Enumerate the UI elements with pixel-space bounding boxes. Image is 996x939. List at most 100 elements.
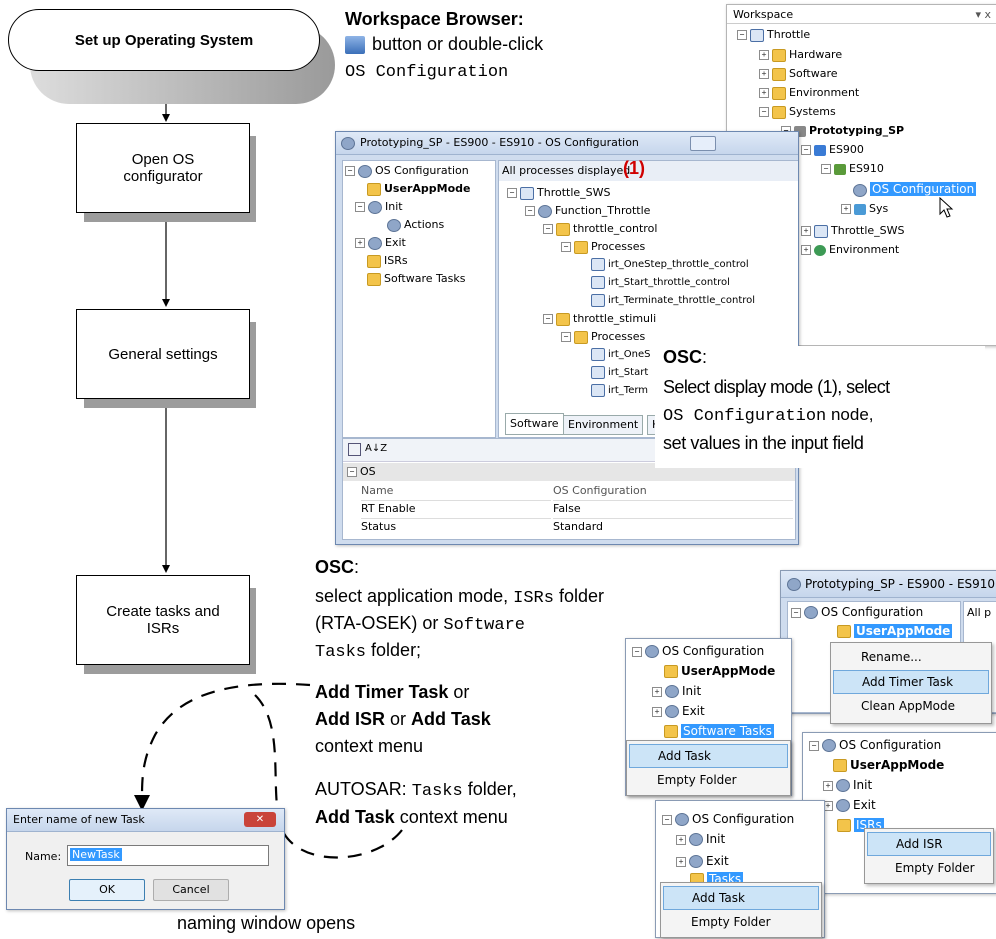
- tree-init[interactable]: −Init: [355, 199, 403, 215]
- ws-node-es900[interactable]: −ES900: [801, 142, 864, 158]
- tab-environment[interactable]: Environment: [563, 415, 644, 435]
- cancel-button[interactable]: Cancel: [153, 879, 229, 901]
- tasks-caption-l6: context menu: [315, 736, 424, 756]
- menu-clean-appmode[interactable]: Clean AppMode: [861, 699, 956, 713]
- menu-add-timer-task[interactable]: Add Timer Task: [833, 670, 989, 694]
- rt-process-2a[interactable]: irt_OneS: [591, 347, 651, 363]
- rt-throttle-control[interactable]: −throttle_control: [543, 221, 657, 237]
- rt-processes[interactable]: −Processes: [561, 239, 645, 255]
- prop-status-value[interactable]: Standard: [553, 520, 604, 533]
- ws-node-hardware[interactable]: +Hardware: [759, 47, 842, 63]
- tasks-caption-head: OSC:: [315, 557, 360, 577]
- new-task-dialog: Enter name of new Task ✕ Name: NewTask O…: [6, 808, 285, 910]
- ctx3-tree-init[interactable]: +Init: [823, 777, 872, 793]
- rt-process-2c[interactable]: irt_Term: [591, 383, 648, 399]
- flow-connectors: [162, 90, 170, 573]
- tasks-caption-l3: Tasks folder;: [315, 640, 422, 662]
- ctx1-tree-osconfig[interactable]: −OS Configuration: [791, 604, 923, 620]
- menu-rename[interactable]: Rename...: [861, 650, 922, 664]
- rt-process-start[interactable]: irt_Start_throttle_control: [591, 275, 730, 291]
- ws-node-throttle-sws[interactable]: +Throttle_SWS: [801, 223, 905, 239]
- osc-caption-head: OSC:: [663, 347, 708, 367]
- osc-window: Prototyping_SP - ES900 - ES910 - OS Conf…: [335, 131, 799, 545]
- tree-userappmode[interactable]: UserAppMode: [367, 181, 470, 197]
- ctx1-tree-userappmode[interactable]: UserAppMode: [837, 623, 953, 639]
- naming-caption: naming window opens: [177, 913, 356, 933]
- ctx2-tree-osconfig[interactable]: −OS Configuration: [632, 643, 764, 659]
- ctx2-tree-userappmode[interactable]: UserAppMode: [664, 663, 775, 679]
- menu-add-task[interactable]: Add Task: [629, 744, 788, 768]
- tasks-caption-l2: (RTA-OSEK) or Software: [315, 613, 525, 635]
- sort-az-icon[interactable]: A↓Z: [365, 443, 388, 454]
- prop-name-value[interactable]: OS Configuration: [553, 482, 793, 501]
- task-name-input[interactable]: NewTask: [67, 845, 269, 866]
- ctx4-tree-init[interactable]: +Init: [676, 831, 725, 847]
- close-icon[interactable]: ✕: [244, 812, 276, 827]
- ctx2-tree-exit[interactable]: +Exit: [652, 703, 705, 719]
- ctx4-tree-exit[interactable]: +Exit: [676, 853, 729, 869]
- ctx2-menu: Add Task Empty Folder: [626, 740, 791, 796]
- ctx3-menu: Add ISR Empty Folder: [864, 828, 994, 884]
- tree-exit[interactable]: +Exit: [355, 235, 406, 251]
- menu-add-isr[interactable]: Add ISR: [867, 832, 991, 856]
- mouse-pointer-icon: [939, 197, 954, 218]
- categorized-icon[interactable]: [348, 443, 361, 456]
- step-open-os-configurator: Open OS configurator: [76, 123, 250, 213]
- dashed-loop-arrow: [134, 682, 403, 859]
- rt-process-2b[interactable]: irt_Start: [591, 365, 648, 381]
- ctx3-tree-userappmode[interactable]: UserAppMode: [833, 757, 944, 773]
- ws-node-environment[interactable]: +Environment: [759, 85, 859, 101]
- rt-throttle-stimuli[interactable]: −throttle_stimuli: [543, 311, 656, 327]
- menu-empty-folder-3[interactable]: Empty Folder: [895, 861, 975, 875]
- dialog-name-label: Name:: [25, 850, 62, 863]
- rt-process-onestep[interactable]: irt_OneStep_throttle_control: [591, 257, 749, 273]
- tree-isrs[interactable]: ISRs: [367, 253, 408, 269]
- ctx1-title: Prototyping_SP - ES900 - ES910 -: [805, 577, 996, 591]
- tree-actions[interactable]: Actions: [387, 217, 444, 233]
- tasks-caption-a1: AUTOSAR: Tasks folder,: [315, 779, 517, 801]
- ws-node-environment2[interactable]: +Environment: [801, 242, 899, 258]
- ctx3-tree-exit[interactable]: +Exit: [823, 797, 876, 813]
- prop-rtenable-value[interactable]: False: [553, 500, 793, 519]
- ctx3-tree-osconfig[interactable]: −OS Configuration: [809, 737, 941, 753]
- display-mode-marker: (1): [623, 158, 645, 178]
- ws-caption-line2: button or double-click: [372, 34, 544, 54]
- rt-function-throttle[interactable]: −Function_Throttle: [525, 203, 650, 219]
- ws-node-prototyping[interactable]: −Prototyping_SP: [781, 123, 904, 139]
- rt-process-terminate[interactable]: irt_Terminate_throttle_control: [591, 293, 755, 309]
- prop-name-label: Name: [361, 482, 551, 501]
- prop-rtenable-label: RT Enable: [361, 500, 551, 519]
- ws-node-es910[interactable]: −ES910: [821, 161, 884, 177]
- step-general-settings: General settings: [76, 309, 250, 399]
- ctx2-tree-software-tasks[interactable]: Software Tasks: [664, 723, 774, 739]
- workspace-pin-close[interactable]: ▾ x: [975, 8, 991, 21]
- os-button-icon: [345, 36, 365, 54]
- menu-empty-folder[interactable]: Empty Folder: [657, 773, 737, 787]
- tab-software[interactable]: Software: [505, 413, 564, 435]
- ws-node-software[interactable]: +Software: [759, 66, 838, 82]
- ws-node-sys[interactable]: +Sys: [841, 201, 888, 217]
- ws-node-systems[interactable]: −Systems: [759, 104, 836, 120]
- ctx4-menu: Add Task Empty Folder: [660, 882, 822, 938]
- step3-label: Create tasks and ISRs: [106, 603, 220, 637]
- ctx2-tree-init[interactable]: +Init: [652, 683, 701, 699]
- menu-add-task-4[interactable]: Add Task: [663, 886, 819, 910]
- rt-throttle-sws[interactable]: −Throttle_SWS: [507, 185, 611, 201]
- osc-left-tree: −OS Configuration UserAppMode −Init Acti…: [342, 160, 496, 438]
- tree-software-tasks[interactable]: Software Tasks: [367, 271, 465, 287]
- ws-node-os-configuration[interactable]: OS Configuration: [853, 181, 977, 197]
- menu-empty-folder-4[interactable]: Empty Folder: [691, 915, 771, 929]
- dialog-title: Enter name of new Task: [13, 813, 145, 826]
- osc-window-title: Prototyping_SP - ES900 - ES910 - OS Conf…: [360, 136, 639, 149]
- ok-button[interactable]: OK: [69, 879, 145, 901]
- osc-caption-line2: OS Configuration node,: [663, 405, 874, 426]
- ctx4-tree-osconfig[interactable]: −OS Configuration: [662, 811, 794, 827]
- workspace-title: Workspace: [733, 8, 794, 21]
- display-mode-header[interactable]: All processes displayed: [499, 161, 798, 181]
- ws-node-throttle[interactable]: −Throttle: [737, 27, 810, 43]
- rt-processes-2[interactable]: −Processes: [561, 329, 645, 345]
- minimize-button[interactable]: [690, 136, 716, 151]
- osc-caption-line3: set values in the input field: [663, 433, 864, 453]
- tree-os-configuration[interactable]: −OS Configuration: [345, 163, 469, 179]
- tasks-caption-l4: Add Timer Task or: [315, 682, 470, 702]
